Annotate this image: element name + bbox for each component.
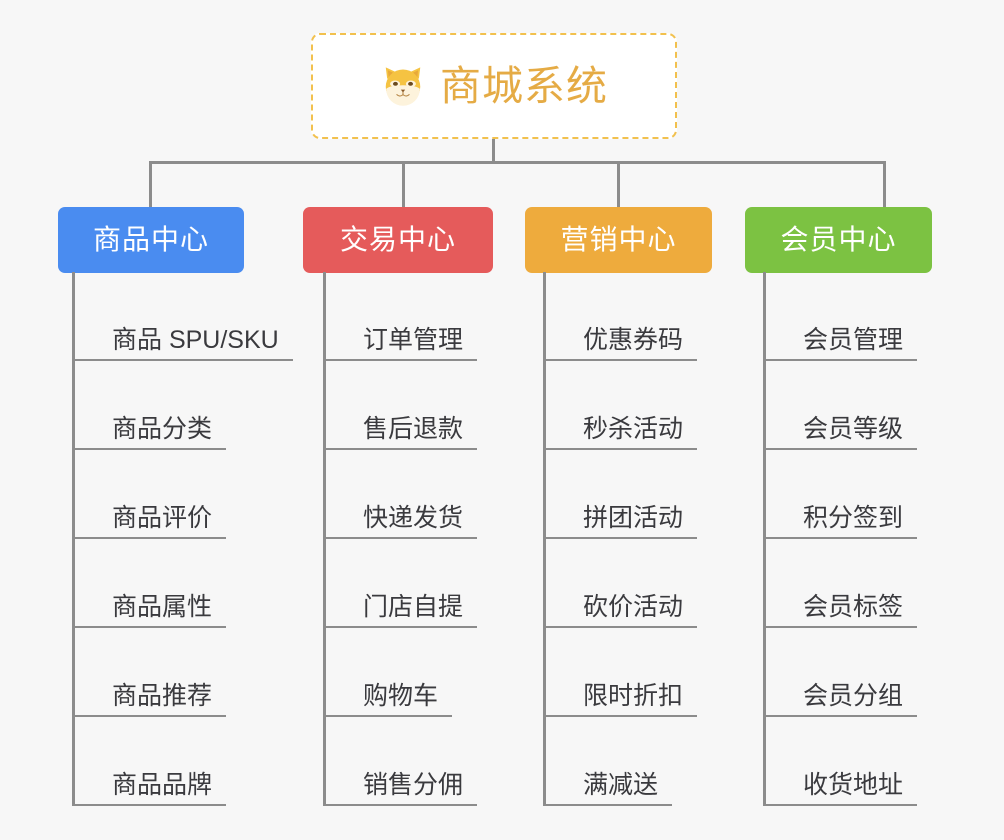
category-box-marketing-center[interactable]: 营销中心	[525, 207, 712, 273]
leaf-item-underline	[323, 448, 477, 450]
leaf-item[interactable]: 积分签到	[763, 450, 917, 539]
leaf-item-label: 限时折扣	[583, 682, 684, 710]
leaf-item-underline	[72, 448, 226, 450]
leaf-item-underline	[543, 804, 672, 806]
leaf-item[interactable]: 快递发货	[323, 450, 477, 539]
connector-drop-product-center	[149, 161, 152, 208]
leaf-item-label: 会员分组	[803, 682, 904, 710]
leaf-item-underline	[72, 804, 226, 806]
leaf-item[interactable]: 商品分类	[72, 361, 226, 450]
leaf-item[interactable]: 会员标签	[763, 539, 917, 628]
leaf-item[interactable]: 商品属性	[72, 539, 226, 628]
connector-drop-marketing-center	[617, 161, 620, 208]
leaf-item[interactable]: 售后退款	[323, 361, 477, 450]
shiba-inu-dog-face-icon	[385, 67, 421, 106]
leaf-item-label: 优惠券码	[583, 326, 684, 354]
leaf-item-underline	[543, 537, 697, 539]
leaf-column-marketing-center: 优惠券码秒杀活动拼团活动砍价活动限时折扣满减送	[543, 272, 803, 806]
leaf-item-underline	[763, 626, 917, 628]
leaf-item[interactable]: 销售分佣	[323, 717, 477, 806]
leaf-item[interactable]: 会员管理	[763, 272, 917, 361]
category-label-product-center: 商品中心	[92, 224, 209, 255]
category-box-product-center[interactable]: 商品中心	[58, 207, 244, 273]
leaf-item-underline	[763, 448, 917, 450]
root-node-label: 商城系统	[440, 62, 608, 109]
leaf-item[interactable]: 会员分组	[763, 628, 917, 717]
leaf-item-label: 收货地址	[803, 771, 904, 799]
leaf-item-label: 商品品牌	[112, 771, 213, 799]
leaf-item-label: 商品推荐	[112, 682, 213, 710]
root-node-shop-system[interactable]: 商城系统	[311, 33, 677, 139]
leaf-item-underline	[323, 626, 477, 628]
leaf-item-underline	[323, 804, 477, 806]
leaf-item-label: 销售分佣	[363, 771, 464, 799]
leaf-item-label: 售后退款	[363, 415, 464, 443]
connector-root-stub	[492, 139, 495, 164]
leaf-item-underline	[763, 537, 917, 539]
leaf-item-underline	[323, 715, 452, 717]
leaf-item-underline	[763, 715, 917, 717]
leaf-item-label: 会员标签	[803, 593, 904, 621]
leaf-item[interactable]: 优惠券码	[543, 272, 697, 361]
leaf-item[interactable]: 限时折扣	[543, 628, 697, 717]
leaf-item-underline	[543, 626, 697, 628]
connector-drop-member-center	[883, 161, 886, 208]
leaf-spine	[543, 272, 546, 806]
leaf-item[interactable]: 商品推荐	[72, 628, 226, 717]
leaf-item[interactable]: 购物车	[323, 628, 452, 717]
leaf-item-underline	[323, 537, 477, 539]
leaf-item[interactable]: 商品品牌	[72, 717, 226, 806]
leaf-spine	[72, 272, 75, 806]
leaf-item[interactable]: 会员等级	[763, 361, 917, 450]
leaf-item-label: 会员等级	[803, 415, 904, 443]
leaf-item-label: 快递发货	[363, 504, 464, 532]
leaf-item-underline	[72, 715, 226, 717]
category-label-member-center: 会员中心	[780, 224, 897, 255]
leaf-item-label: 满减送	[583, 771, 659, 799]
leaf-item-label: 商品 SPU/SKU	[112, 326, 279, 354]
leaf-item-label: 商品分类	[112, 415, 213, 443]
leaf-spine	[323, 272, 326, 806]
leaf-item-label: 商品属性	[112, 593, 213, 621]
leaf-item-label: 拼团活动	[583, 504, 684, 532]
connector-horizontal-bus	[149, 161, 886, 164]
leaf-item[interactable]: 门店自提	[323, 539, 477, 628]
leaf-item-underline	[72, 626, 226, 628]
leaf-item-label: 购物车	[363, 682, 439, 710]
leaf-item-underline	[763, 804, 917, 806]
leaf-item-label: 砍价活动	[583, 593, 684, 621]
leaf-item-underline	[543, 448, 697, 450]
leaf-item-underline	[543, 715, 697, 717]
leaf-item-label: 商品评价	[112, 504, 213, 532]
leaf-item-underline	[763, 359, 917, 361]
leaf-item-label: 门店自提	[363, 593, 464, 621]
category-label-trade-center: 交易中心	[339, 224, 456, 255]
category-box-member-center[interactable]: 会员中心	[745, 207, 932, 273]
leaf-item-underline	[323, 359, 477, 361]
leaf-item-underline	[543, 359, 697, 361]
leaf-column-member-center: 会员管理会员等级积分签到会员标签会员分组收货地址	[763, 272, 1004, 806]
leaf-spine	[763, 272, 766, 806]
leaf-item[interactable]: 收货地址	[763, 717, 917, 806]
leaf-column-trade-center: 订单管理售后退款快递发货门店自提购物车销售分佣	[323, 272, 583, 806]
leaf-column-product-center: 商品 SPU/SKU 商品分类商品评价商品属性商品推荐商品品牌	[72, 272, 332, 806]
connector-drop-trade-center	[402, 161, 405, 208]
leaf-item[interactable]: 秒杀活动	[543, 361, 697, 450]
leaf-item[interactable]: 满减送	[543, 717, 672, 806]
leaf-item[interactable]: 砍价活动	[543, 539, 697, 628]
leaf-item-underline	[72, 359, 293, 361]
leaf-item[interactable]: 拼团活动	[543, 450, 697, 539]
leaf-item-label: 秒杀活动	[583, 415, 684, 443]
leaf-item[interactable]: 商品 SPU/SKU	[72, 272, 293, 361]
category-box-trade-center[interactable]: 交易中心	[303, 207, 493, 273]
leaf-item-label: 订单管理	[363, 326, 464, 354]
leaf-item[interactable]: 订单管理	[323, 272, 477, 361]
category-label-marketing-center: 营销中心	[560, 224, 677, 255]
leaf-item-label: 积分签到	[803, 504, 904, 532]
leaf-item[interactable]: 商品评价	[72, 450, 226, 539]
leaf-item-label: 会员管理	[803, 326, 904, 354]
leaf-item-underline	[72, 537, 226, 539]
